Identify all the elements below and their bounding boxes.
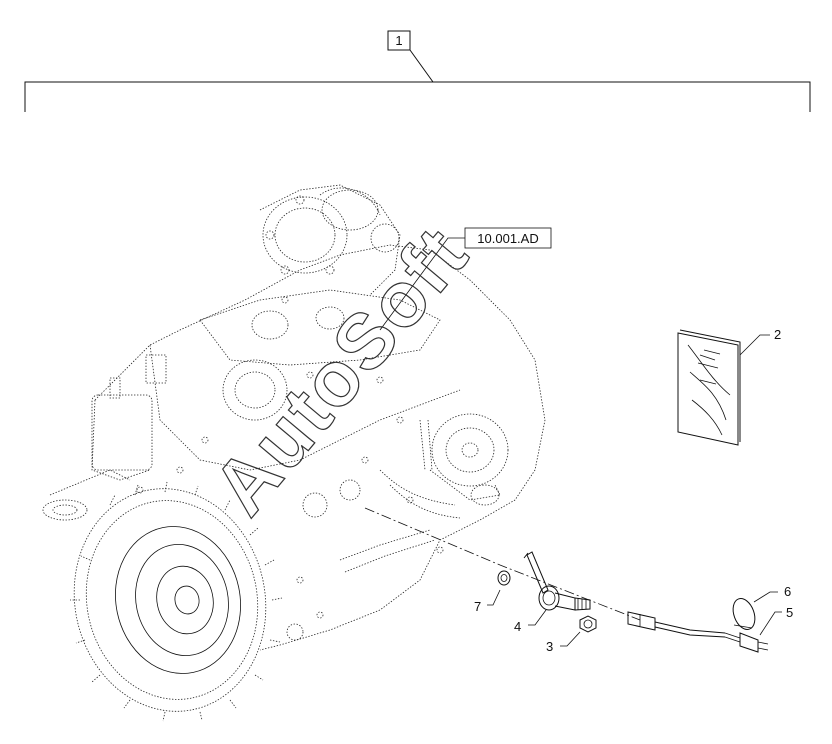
callout-5: 5	[759, 605, 793, 636]
callout-4-label: 4	[514, 619, 521, 634]
manual-booklet	[677, 329, 741, 446]
reference-callout: 10.001.AD	[379, 227, 552, 331]
callout-6: 6	[753, 584, 791, 603]
assembly-label: 1	[395, 33, 402, 48]
callout-7-label: 7	[474, 599, 481, 614]
callout-2: 2	[739, 327, 781, 356]
reference-label: 10.001.AD	[477, 231, 538, 246]
callout-3-label: 3	[546, 639, 553, 654]
cable-tie	[732, 598, 756, 630]
assembly-centerline	[364, 507, 641, 621]
assembly-label-box	[387, 30, 411, 51]
engine-illustration	[42, 184, 546, 722]
callout-3: 3	[546, 631, 581, 654]
callout-2-label: 2	[774, 327, 781, 342]
sealing-washer	[497, 570, 511, 586]
watermark-text: AutoSoft	[196, 210, 485, 531]
nut	[579, 615, 597, 633]
assembly-bracket: 1	[24, 30, 811, 112]
callout-7: 7	[474, 589, 501, 614]
callout-4: 4	[514, 609, 547, 634]
power-cord	[627, 611, 769, 653]
heater-element	[523, 551, 591, 611]
callout-6-label: 6	[784, 584, 791, 599]
callout-5-label: 5	[786, 605, 793, 620]
